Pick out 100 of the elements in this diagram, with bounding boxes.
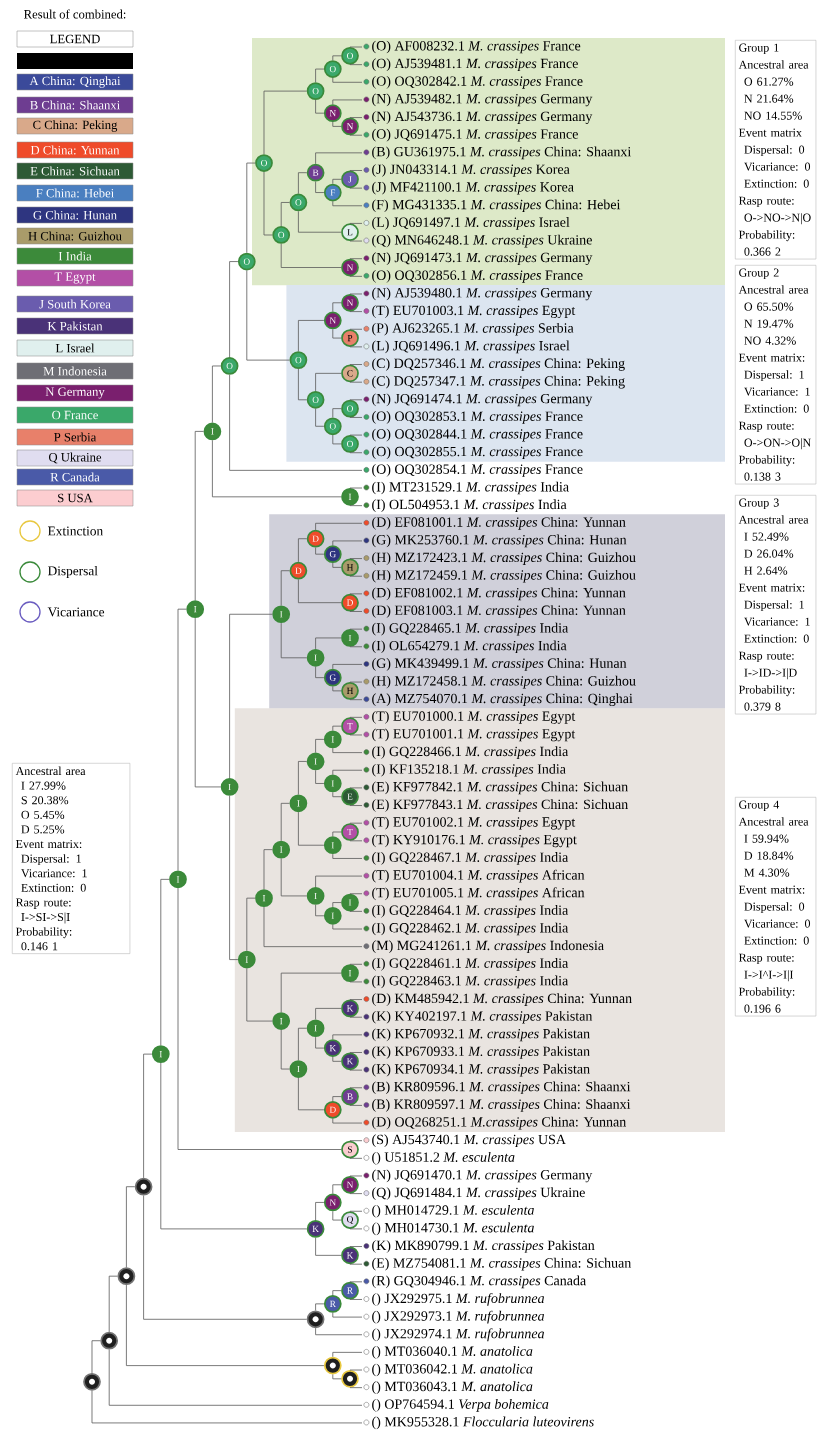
tip-label: (H) MZ172423.1 M. crassipes China: Guizhou [363,552,636,565]
tip-label: () MH014730.1 M. esculenta [363,1222,534,1236]
tree-branch [332,562,342,568]
tree-branch [143,1195,308,1320]
tree-branch [332,1118,363,1124]
tree-branch [332,302,342,312]
tree-branch [315,1303,325,1311]
tree-branch [315,1327,363,1336]
legend-item: I India [16,247,134,265]
area-pie: I [306,887,325,905]
tip-label: (D) OQ268251.1 M.crassipes China: Yunnan [363,1116,626,1130]
area-pie: O [323,417,342,436]
tree-branch [349,787,363,789]
legend-item: O France [16,406,134,424]
tip-label: (D) EF081002.1 M. crassipes China: Yunnan [363,587,626,601]
legend-item: R Canada [16,468,134,486]
tip-label: (D) EF081001.1 M. crassipes China: Yunnan [363,516,626,530]
tree-branch [229,613,273,779]
tip-label: (B) KR809597.1 M. crassipes China: Shaanxi [363,1099,631,1112]
legend-item: P Serbia [16,428,134,446]
tree-branch [160,1062,308,1230]
tree-branch [332,769,363,775]
legend-item: B China: Shaanxi [16,96,134,114]
tip-label: (C) DQ257346.1 M. crassipes China: Peking [363,358,625,371]
area-pie: K [341,1246,359,1265]
tip-label: () JX292973.1 M. rufobrunnea [363,1310,545,1324]
tree-branch [194,617,222,788]
tip-label: () OP764594.1 Verpa bohemica [363,1398,549,1412]
legend-title: Result of combined: [24,9,126,19]
tree-branch [349,822,363,824]
tree-branch [91,1390,363,1424]
tree-branch [246,270,290,361]
tree-branch [280,802,290,842]
tree-branch [332,902,342,908]
tip-label: (G) MK439499.1 M. crassipes China: Hunan [363,658,627,671]
area-pie [323,1356,342,1375]
area-pie: I [237,950,256,969]
tip-label: (I) GQ228464.1 M. crassipes India [363,905,569,918]
tip-label: (I) OL504953.1 M. crassipes India [363,499,567,512]
tree-branch [160,878,170,1046]
tree-branch [229,795,239,960]
tip-label: (K) KY402197.1 M. crassipes Pakistan [363,1010,593,1024]
tip-label: (T) EU701001.1 M. crassipes Egypt [363,728,576,742]
tip-label: (O) JQ691475.1 M. crassipes France [363,128,578,142]
area-pie [134,1177,153,1196]
area-pie: E [341,787,359,806]
area-pie: B [306,163,325,182]
legend-label: Vicariance [47,607,105,617]
legend-header: LEGEND [16,30,134,48]
tree-branch [280,1029,290,1070]
tip-label: (K) KP670932.1 M. crassipes Pakistan [363,1028,590,1042]
area-pie: I [203,422,222,441]
legend-item: S USA [16,489,134,507]
tree-branch [349,1369,363,1371]
tip-label: () JX292974.1 M. rufobrunnea [363,1328,545,1342]
tip-label: (M) MG241261.1 M. crassipes Indonesia [363,940,604,953]
tree-branch [315,181,325,193]
area-pie: I [220,778,239,796]
tree-branch [280,622,308,659]
tree-branch [332,686,342,692]
area-pie: N [323,1193,342,1212]
tip-label: (O) AJ539481.1 M. crassipes France [363,58,578,71]
area-pie: O [306,390,325,409]
tree-branch [143,1053,153,1179]
area-pie [117,1267,136,1286]
tree-branch [298,579,342,604]
tip-label: () MK955328.1 Floccularia luteovirens [363,1416,594,1430]
tip-label: (I) GQ228465.1 M. crassipes India [363,622,569,636]
tree-branch [298,1027,308,1061]
tip-label: (T) EU701004.1 M. crassipes African [363,869,585,883]
tip-label: (I) MT231529.1 M. crassipes India [363,481,569,495]
tip-label: () MT036040.1 M. anatolica [363,1346,533,1359]
tree-branch [315,666,325,679]
area-pie: S [341,1140,359,1159]
area-pie: I [306,752,325,771]
area-pie: O [237,252,256,271]
tree-branch [298,172,308,194]
tip-label: (Q) MN646248.1 M. crassipes Ukraine [363,234,592,248]
tree-branch [332,924,363,930]
tip-label: (I) GQ228463.1 M. crassipes India [363,975,569,989]
tree-branch [349,699,363,701]
legend-item: T Egypt [16,269,134,287]
tree-branch [349,1246,363,1247]
tip-label: (N) JQ691470.1 M. crassipes Germany [363,1169,593,1183]
tree-branch [212,365,222,423]
tree-branch [332,853,363,859]
tree-branch [349,1387,363,1389]
tree-branch [349,716,363,718]
tip-label: (P) AJ623265.1 M. crassipes Serbia [363,322,574,336]
tree-branch [332,99,363,105]
tip-label: (S) AJ543740.1 M. crassipes USA [363,1134,566,1148]
tree-branch [108,1275,118,1333]
tip-label: (G) MK253760.1 M. crassipes China: Hunan [363,534,627,548]
area-pie: I [306,648,325,667]
area-pie: I [169,870,187,889]
legend-item: J South Korea [16,295,134,313]
tree-branch [332,328,342,339]
tree-branch [349,452,363,454]
tip-label: () JX292975.1 M. rufobrunnea [363,1293,545,1306]
tip-label: (T) EU701002.1 M. crassipes Egypt [363,816,576,830]
